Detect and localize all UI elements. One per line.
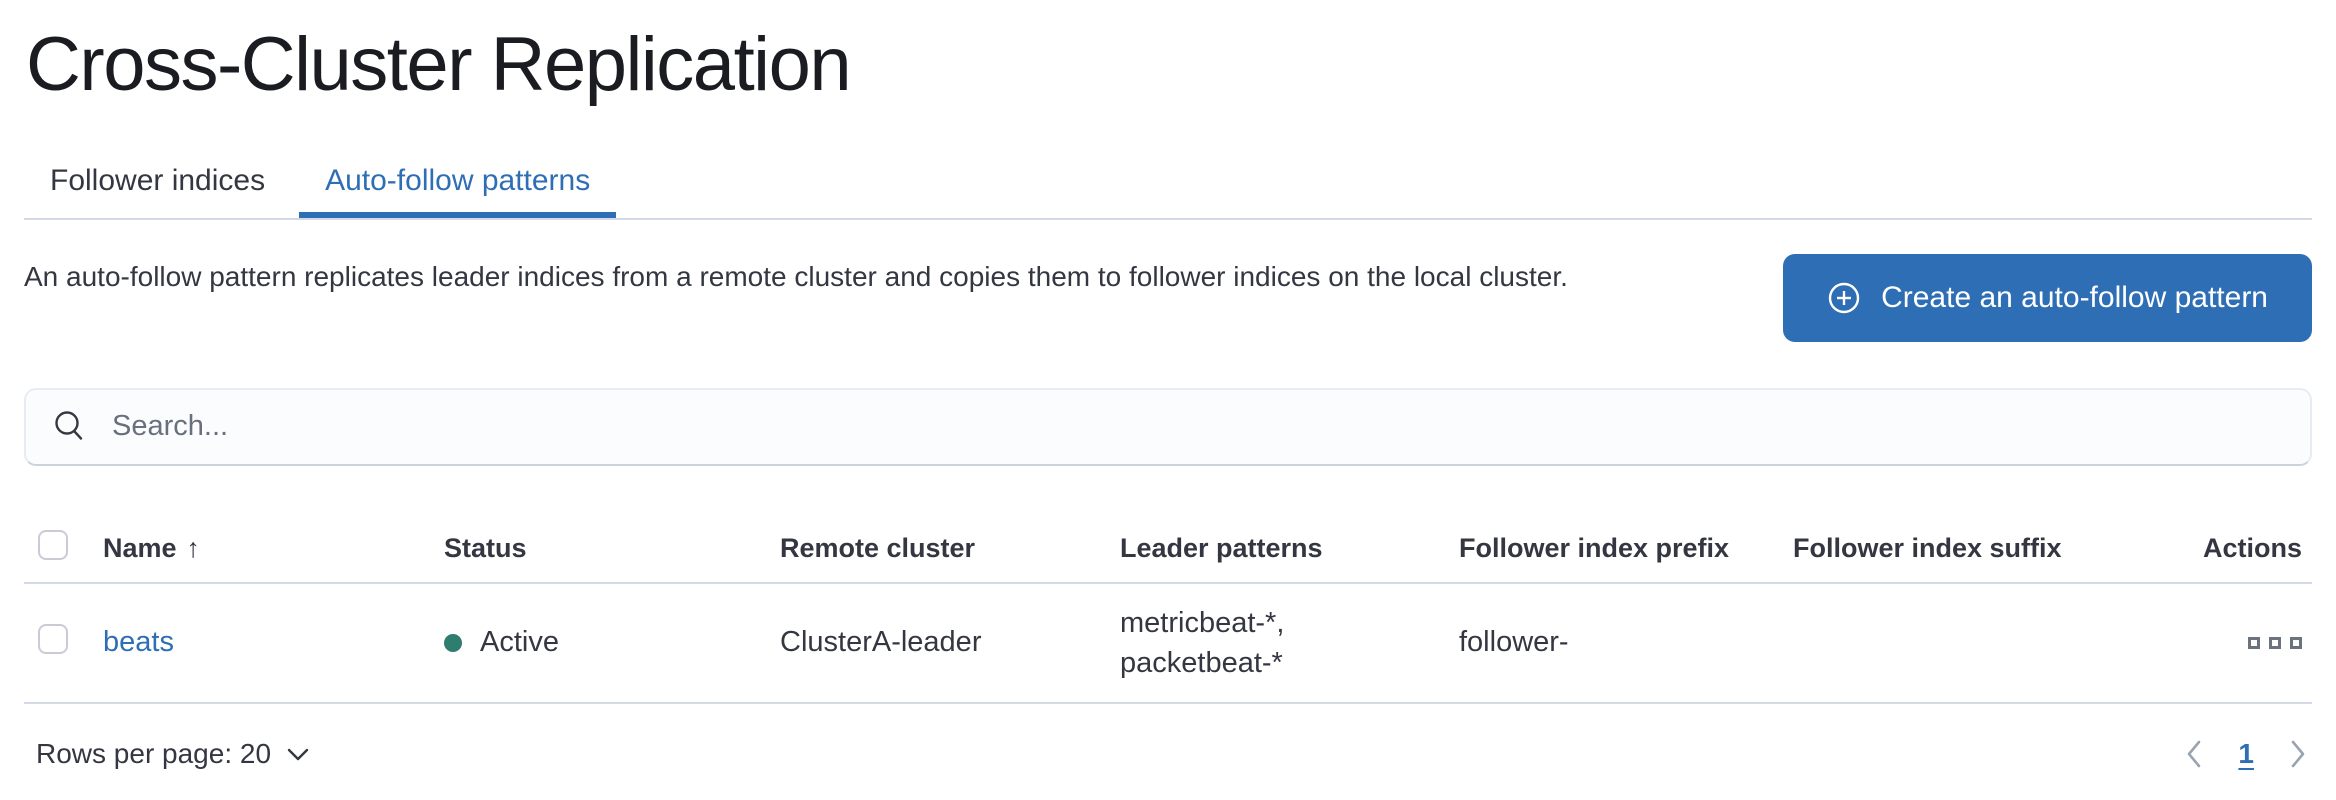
pagination: 1 <box>2186 738 2312 770</box>
page-title: Cross-Cluster Replication <box>26 22 852 107</box>
chevron-down-icon <box>287 748 309 760</box>
sort-ascending-icon: ↑ <box>186 533 201 564</box>
page-description: An auto-follow pattern replicates leader… <box>24 260 1568 292</box>
leader-pattern-line: packetbeat-* <box>1120 646 1283 679</box>
status-label: Active <box>480 626 559 659</box>
table-row: beats Active ClusterA-leader metricbeat-… <box>24 584 2312 704</box>
page-number-1[interactable]: 1 <box>2238 737 2254 769</box>
leader-patterns-cell: metricbeat-*, packetbeat-* <box>1120 603 1459 683</box>
status-cell: Active <box>444 626 780 659</box>
search-input[interactable] <box>112 410 2284 444</box>
remote-cluster-cell: ClusterA-leader <box>780 626 982 659</box>
create-button-label: Create an auto-follow pattern <box>1881 280 2268 314</box>
rows-per-page-label: Rows per page: 20 <box>36 737 272 769</box>
table-footer: Rows per page: 20 1 <box>24 738 2312 770</box>
create-auto-follow-pattern-button[interactable]: Create an auto-follow pattern <box>1783 253 2312 342</box>
previous-page-button[interactable] <box>2186 739 2202 769</box>
tab-bar: Follower indices Auto-follow patterns <box>24 152 2312 220</box>
status-active-dot-icon <box>444 633 462 652</box>
intro-row: An auto-follow pattern replicates leader… <box>24 253 2312 342</box>
next-page-button[interactable] <box>2290 739 2306 769</box>
column-header-follower-index-prefix: Follower index prefix <box>1459 533 1730 564</box>
tab-follower-indices[interactable]: Follower indices <box>50 163 266 197</box>
boxes-horizontal-icon <box>2248 636 2260 649</box>
plus-in-circle-icon <box>1828 282 1860 313</box>
table-header-row: Name ↑ Status Remote cluster Leader patt… <box>24 516 2312 584</box>
leader-pattern-line: metricbeat-*, <box>1120 606 1285 639</box>
tab-auto-follow-patterns[interactable]: Auto-follow patterns <box>299 152 616 218</box>
chevron-left-icon <box>2188 740 2201 767</box>
column-header-follower-index-suffix: Follower index suffix <box>1793 533 2062 564</box>
column-header-name[interactable]: Name ↑ <box>103 533 201 564</box>
row-actions-button[interactable] <box>2248 631 2302 655</box>
follower-index-prefix-cell: follower- <box>1459 626 1569 659</box>
pattern-name-link[interactable]: beats <box>103 626 174 659</box>
auto-follow-patterns-table: Name ↑ Status Remote cluster Leader patt… <box>24 516 2312 770</box>
column-header-remote-cluster: Remote cluster <box>780 533 976 564</box>
rows-per-page-selector[interactable]: Rows per page: 20 <box>24 738 309 770</box>
chevron-right-icon <box>2291 740 2305 767</box>
column-header-status: Status <box>444 533 527 564</box>
row-checkbox[interactable] <box>38 623 68 654</box>
search-icon <box>55 410 83 440</box>
cross-cluster-replication-page: Cross-Cluster Replication Follower indic… <box>24 22 2312 770</box>
column-header-actions: Actions <box>2202 533 2302 564</box>
column-header-leader-patterns: Leader patterns <box>1120 533 1323 564</box>
search-bar <box>24 387 2312 466</box>
select-all-checkbox[interactable] <box>38 530 68 561</box>
